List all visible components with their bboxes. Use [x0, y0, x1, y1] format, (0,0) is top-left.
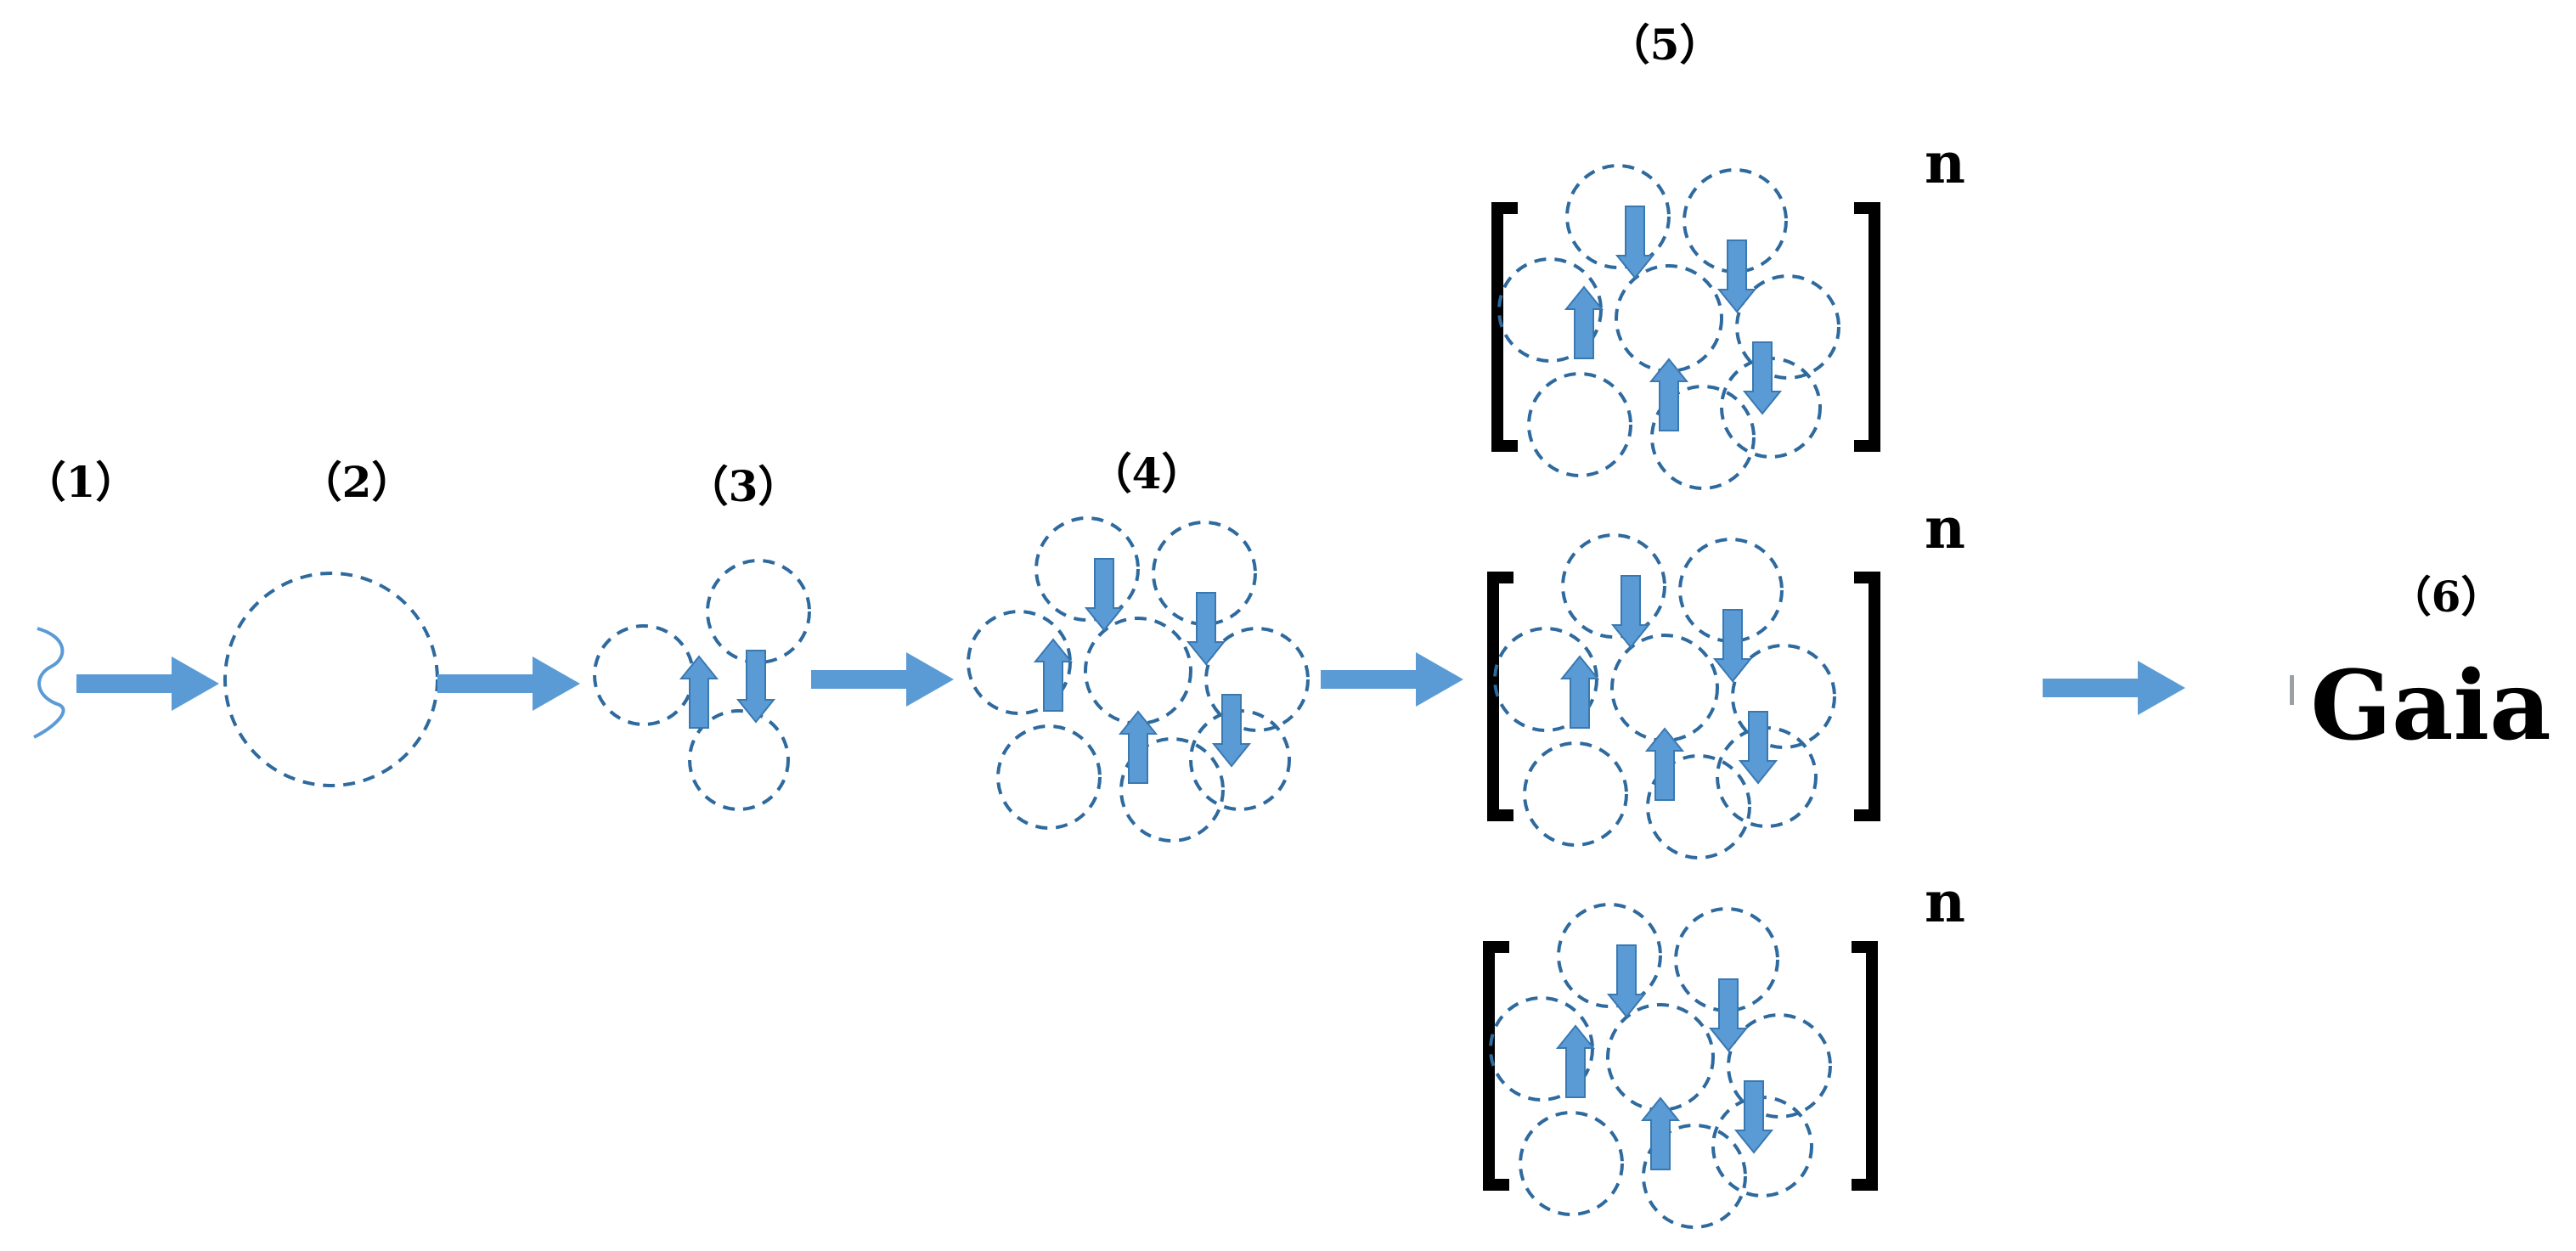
flow-arrow-5	[2043, 661, 2185, 715]
exponent-n-bottom: n	[1925, 869, 1965, 935]
bracketed-cluster-top	[1497, 166, 1874, 488]
flow-arrow-1	[76, 656, 219, 711]
exponent-n-middle: n	[1925, 495, 1965, 561]
stage-4-label: （4）	[1090, 448, 1204, 499]
stage-3-label: （3）	[686, 461, 801, 511]
stage-2-label: （2）	[300, 457, 414, 507]
cell-cluster-4	[968, 518, 1308, 841]
small-cell-cluster	[593, 559, 811, 811]
stage-6-label: （6）	[2389, 572, 2504, 622]
flow-arrow-2	[437, 656, 580, 711]
bracketed-cluster-bottom	[1489, 904, 1872, 1227]
exponent-n-top: n	[1925, 130, 1965, 196]
gaia-label: Gaia	[2310, 651, 2551, 762]
flow-arrow-3	[811, 652, 954, 707]
single-cell	[223, 572, 439, 787]
stage-5-label: （5）	[1608, 20, 1722, 70]
bracketed-cluster-middle	[1493, 535, 1874, 858]
flow-arrow-4	[1321, 652, 1463, 707]
up-arrow-icon	[680, 656, 718, 729]
gaia-marker	[2290, 675, 2294, 705]
squiggle-icon	[33, 627, 65, 739]
stage-1-label: （1）	[24, 457, 138, 507]
